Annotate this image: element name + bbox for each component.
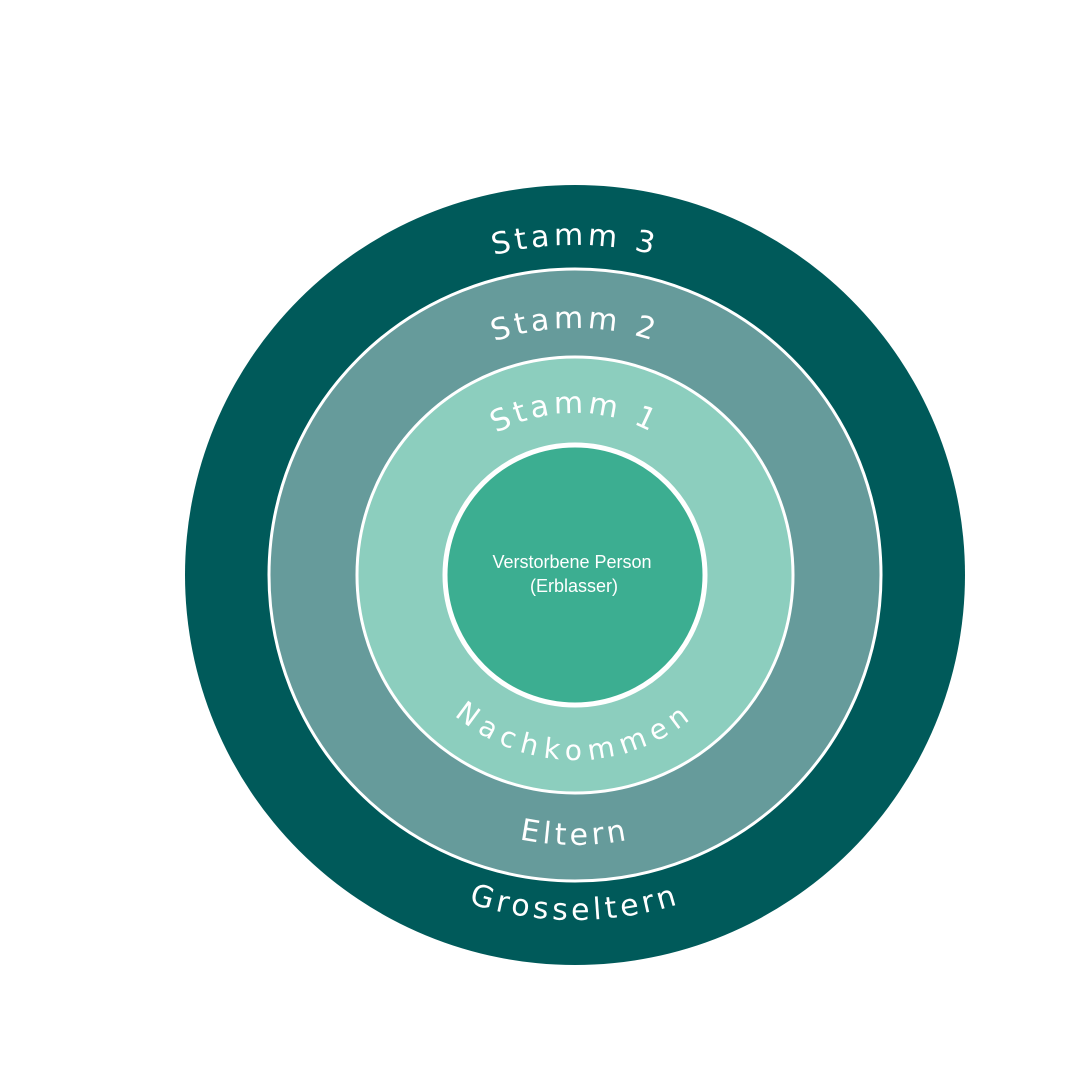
eltern-label: Eltern: [518, 813, 628, 853]
center-label-line1: Verstorbene Person: [492, 552, 651, 572]
center-label-line2: (Erblasser): [530, 576, 618, 596]
core-circle: [442, 442, 708, 708]
svg-text:Eltern: Eltern: [518, 813, 632, 853]
